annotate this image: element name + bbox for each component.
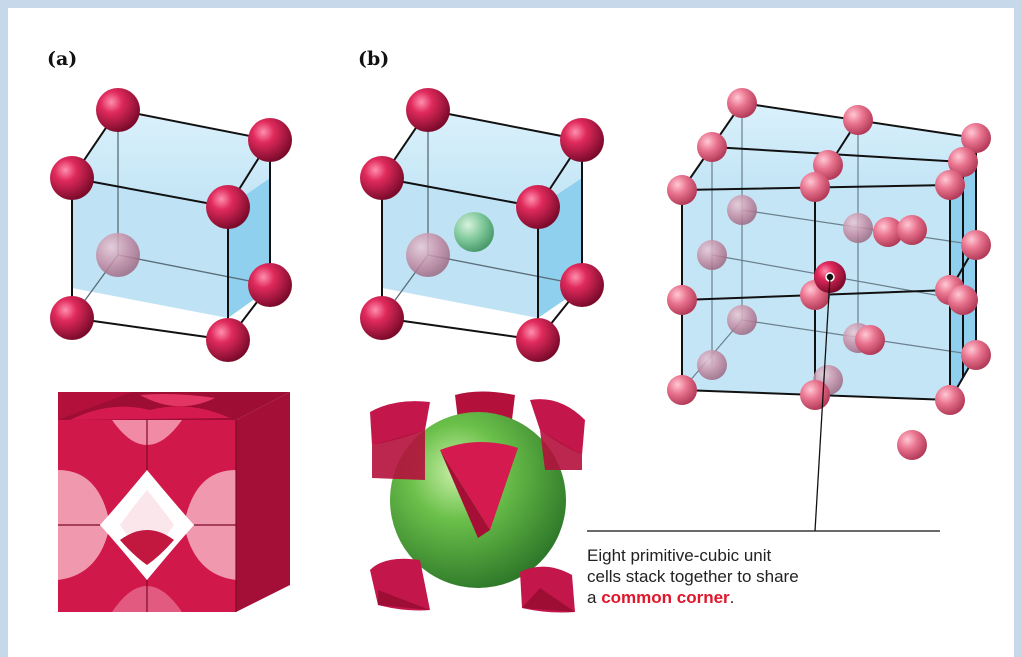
leader-line bbox=[587, 276, 940, 532]
caption-line-3: a common corner. bbox=[587, 587, 887, 608]
caption-highlight: common corner bbox=[601, 588, 730, 607]
caption-line-2: cells stack together to share bbox=[587, 567, 799, 586]
lattice-2x2x2 bbox=[587, 88, 991, 532]
space-filling-a bbox=[58, 392, 290, 612]
caption-suffix: . bbox=[729, 588, 735, 607]
space-filling-b bbox=[370, 391, 585, 613]
label-a: (a) bbox=[47, 48, 78, 70]
label-b: (b) bbox=[358, 48, 390, 70]
caption-prefix: a bbox=[587, 588, 602, 607]
caption-line-1: Eight primitive-cubic unit bbox=[587, 546, 772, 565]
caption: Eight primitive-cubic unit cells stack t… bbox=[587, 545, 887, 608]
cube-b bbox=[360, 88, 604, 362]
cube-a bbox=[50, 88, 292, 362]
